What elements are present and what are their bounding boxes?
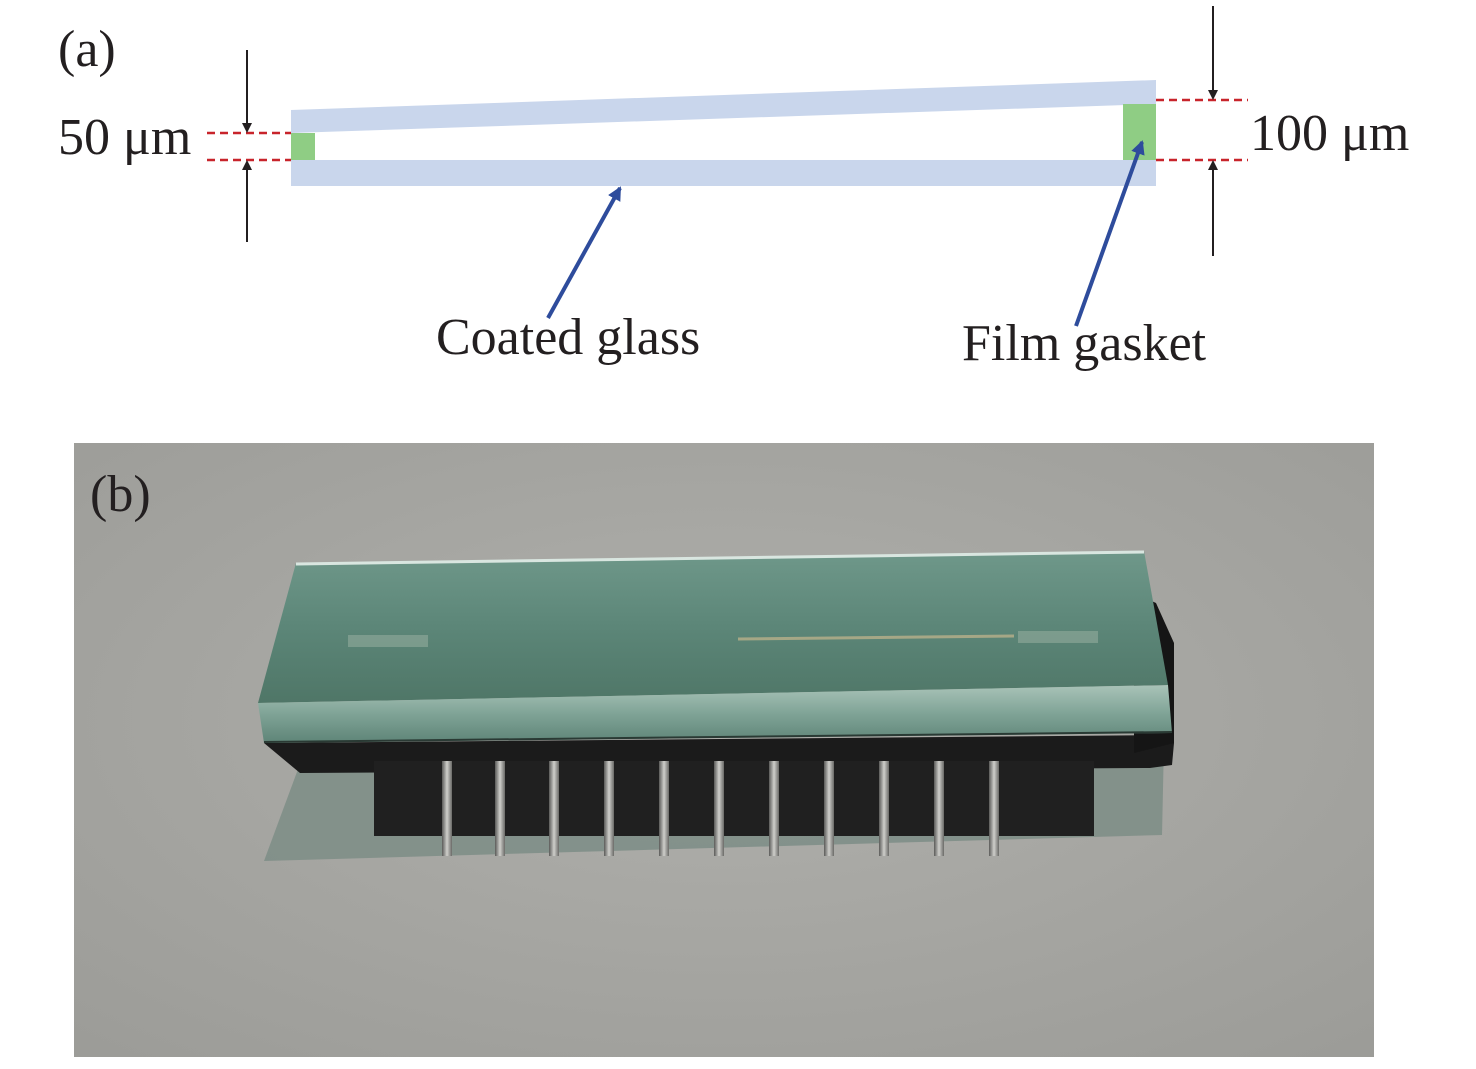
glass-front-edge — [258, 685, 1172, 743]
pin — [659, 761, 669, 856]
electrode-pad-right — [1018, 631, 1098, 643]
panel-a-schematic: (a) 50 μm 100 μm Coated glass Film gaske… — [0, 0, 1476, 420]
cell-photograph — [74, 443, 1374, 1057]
electrode-pad-left — [348, 635, 428, 647]
pin — [769, 761, 779, 856]
glass-top-surface — [258, 551, 1168, 703]
film-gasket-pointer-arrow — [1074, 140, 1145, 327]
coated-glass-pointer-arrow — [546, 186, 622, 319]
pin — [824, 761, 834, 856]
wedge-cell-diagram — [207, 6, 1248, 327]
panel-b-photo: (b) — [74, 443, 1374, 1057]
left-gap-thickness-label: 50 μm — [58, 109, 192, 166]
electrode-trace — [737, 634, 1015, 641]
pin — [989, 761, 999, 856]
connector-housing — [374, 761, 1094, 836]
film-gasket-label: Film gasket — [962, 315, 1207, 372]
pin — [442, 761, 452, 856]
panel-a-label: (a) — [58, 21, 116, 78]
pin — [879, 761, 889, 856]
top-glass-plate — [291, 80, 1156, 133]
coated-glass-label: Coated glass — [436, 309, 701, 366]
bottom-glass-plate — [291, 160, 1156, 186]
left-film-gasket — [291, 133, 315, 160]
pin — [549, 761, 559, 856]
pin — [714, 761, 724, 856]
glass-bottom-edge-line — [263, 731, 1173, 743]
connector-pins — [442, 761, 999, 856]
glass-top-edge-highlight — [295, 550, 1145, 566]
panel-b-label: (b) — [90, 466, 151, 523]
right-gap-thickness-label: 100 μm — [1250, 105, 1410, 162]
pin — [495, 761, 505, 856]
pin — [934, 761, 944, 856]
pin — [604, 761, 614, 856]
